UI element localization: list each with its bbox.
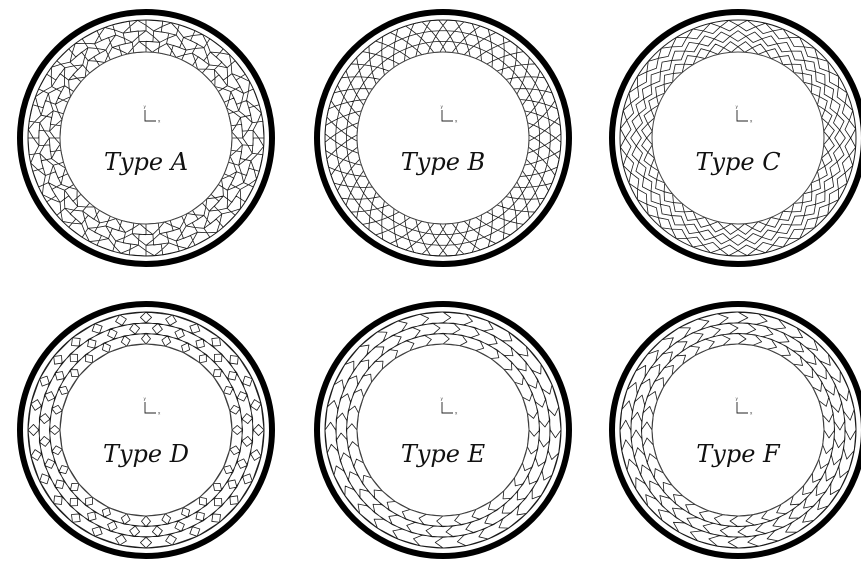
inner-ring bbox=[651, 51, 825, 225]
inner-ring bbox=[651, 343, 825, 517]
type-label: Type D bbox=[103, 440, 189, 468]
outer-ring bbox=[314, 301, 572, 559]
axis-triad: xy bbox=[736, 396, 754, 416]
axis-triad: xy bbox=[441, 104, 459, 124]
outer-ring bbox=[609, 301, 861, 559]
lattice-cells bbox=[619, 311, 857, 549]
lattice-cells bbox=[324, 311, 562, 549]
axis-y-label: y bbox=[441, 396, 444, 401]
outer-ring bbox=[17, 9, 275, 267]
axis-y-label: y bbox=[736, 396, 739, 401]
inner-ring bbox=[59, 343, 233, 517]
axis-triad: xy bbox=[144, 396, 162, 416]
inner-ring bbox=[59, 51, 233, 225]
outer-ring bbox=[314, 9, 572, 267]
lattice-cells bbox=[324, 19, 562, 257]
type-label: Type E bbox=[401, 440, 486, 468]
axis-lines bbox=[441, 402, 453, 414]
inner-ring bbox=[356, 51, 530, 225]
inner-ring bbox=[356, 343, 530, 517]
axis-triad: xy bbox=[441, 396, 459, 416]
axis-lines bbox=[736, 402, 748, 414]
axis-lines bbox=[144, 402, 156, 414]
axis-lines bbox=[144, 110, 156, 122]
axis-triad: xy bbox=[144, 104, 162, 124]
lattice-cells bbox=[27, 19, 265, 257]
lattice-cells bbox=[27, 311, 265, 549]
type-label: Type A bbox=[104, 148, 188, 176]
axis-x-label: x bbox=[455, 119, 458, 124]
axis-x-label: x bbox=[158, 411, 161, 416]
axis-x-label: x bbox=[750, 119, 753, 124]
type-label: Type B bbox=[401, 148, 485, 176]
axis-triad: xy bbox=[736, 104, 754, 124]
lattice-outer-boundary bbox=[324, 19, 562, 257]
axis-lines bbox=[736, 110, 748, 122]
outer-ring bbox=[17, 301, 275, 559]
axis-x-label: x bbox=[455, 411, 458, 416]
axis-y-label: y bbox=[441, 104, 444, 109]
type-label: Type C bbox=[695, 148, 780, 176]
lattice-cells bbox=[619, 19, 857, 257]
axis-y-label: y bbox=[144, 396, 147, 401]
axis-y-label: y bbox=[736, 104, 739, 109]
axis-y-label: y bbox=[144, 104, 147, 109]
axis-lines bbox=[441, 110, 453, 122]
outer-ring bbox=[609, 9, 861, 267]
lattice-outer-boundary bbox=[619, 19, 857, 257]
axis-x-label: x bbox=[750, 411, 753, 416]
axis-x-label: x bbox=[158, 119, 161, 124]
type-label: Type F bbox=[696, 440, 781, 468]
